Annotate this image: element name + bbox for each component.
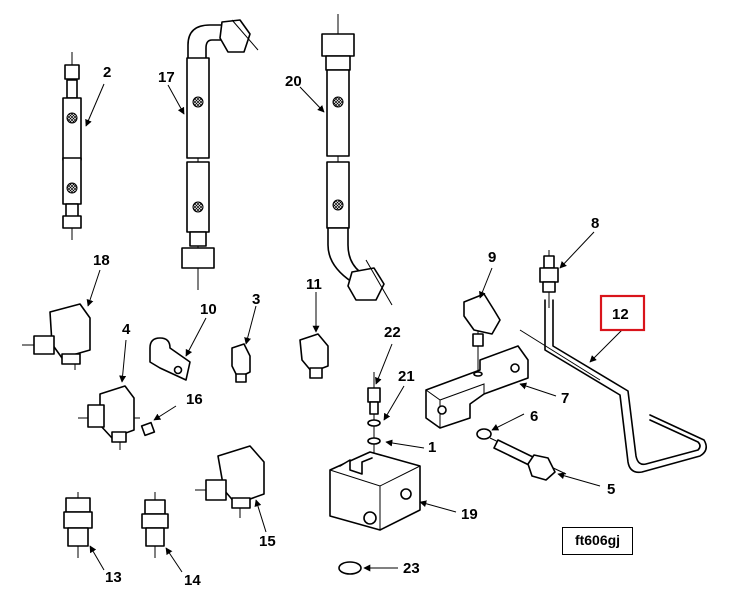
- callout-13: 13: [105, 569, 122, 586]
- part-20-hose: [321, 14, 393, 306]
- part-19-block: [329, 451, 421, 531]
- part-3-elbow: [231, 343, 251, 383]
- part-12-tube: [519, 299, 708, 474]
- figure-id-label: ft606gj: [562, 527, 633, 555]
- callout-17: 17: [158, 69, 175, 86]
- callout-5: 5: [607, 481, 615, 498]
- callout-9: 9: [488, 249, 496, 266]
- part-17-hose: [181, 19, 259, 290]
- part-2-hose: [62, 52, 82, 240]
- callout-22: 22: [384, 324, 401, 341]
- part-14-fitting: [141, 492, 169, 558]
- part-11-elbow: [299, 333, 329, 379]
- part-6-washer: [476, 428, 492, 440]
- part-7-bracket: [425, 345, 529, 429]
- callout-3: 3: [252, 291, 260, 308]
- part-18-elbow-fitting: [22, 303, 91, 370]
- callout-11: 11: [306, 276, 322, 293]
- leader-arrows: [85, 83, 623, 573]
- part-23-o-ring: [338, 561, 362, 575]
- part-5-bolt: [489, 437, 567, 481]
- callout-12-highlight-box: [599, 294, 646, 332]
- callout-1: 1: [428, 439, 436, 456]
- callout-15: 15: [259, 533, 276, 550]
- callout-6: 6: [530, 408, 538, 425]
- callout-21: 21: [398, 368, 415, 385]
- callout-23: 23: [403, 560, 420, 577]
- callout-2: 2: [103, 64, 111, 81]
- part-9-elbow: [463, 293, 501, 372]
- callout-19: 19: [461, 506, 478, 523]
- callout-20: 20: [285, 73, 302, 90]
- part-8-fitting: [539, 250, 559, 308]
- part-15-elbow-fitting: [195, 445, 265, 518]
- callout-4: 4: [122, 321, 131, 338]
- callout-16: 16: [186, 391, 203, 408]
- callout-7: 7: [561, 390, 569, 407]
- callout-labels: 1 2 3 4 5 6 7 8 9 10 11 12 13 14 15 16 1…: [93, 64, 629, 589]
- callout-14: 14: [184, 572, 201, 589]
- part-10-clamp: [149, 337, 191, 381]
- part-22-bolt: [367, 372, 381, 460]
- part-13-fitting: [63, 492, 93, 558]
- part-21-washer: [367, 419, 381, 427]
- callout-12: 12: [612, 306, 629, 323]
- callout-10: 10: [200, 301, 217, 318]
- part-4-elbow-fitting: [78, 385, 156, 450]
- callout-8: 8: [591, 215, 599, 232]
- callout-18: 18: [93, 252, 110, 269]
- part-1-o-ring: [367, 437, 381, 445]
